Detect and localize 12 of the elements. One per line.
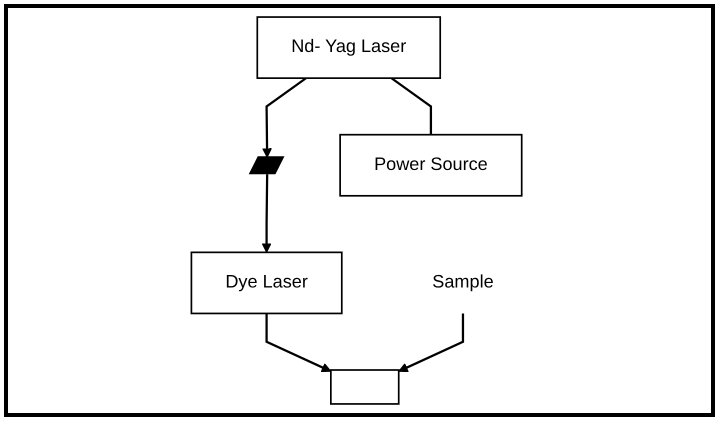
node-text: Sample xyxy=(432,272,494,292)
arrow xyxy=(262,174,272,253)
connector xyxy=(390,77,432,135)
node-box xyxy=(330,369,400,405)
node-box xyxy=(256,16,442,79)
node-box xyxy=(190,252,343,314)
arrow xyxy=(265,313,332,372)
arrow xyxy=(262,77,307,158)
node-box xyxy=(339,134,523,197)
diagram: Nd- Yag Laser Dye Laser Power Source Sample xyxy=(8,8,711,413)
node-bar xyxy=(248,156,284,174)
arrow xyxy=(398,313,464,372)
